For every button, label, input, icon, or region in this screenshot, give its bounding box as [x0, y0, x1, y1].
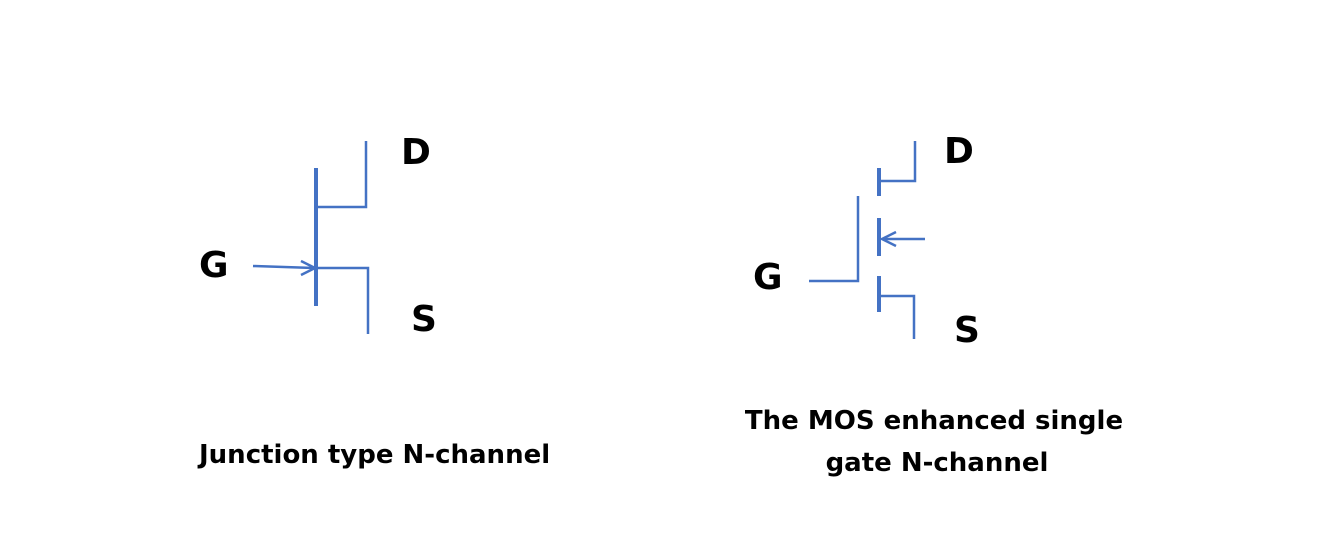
- mosfet-caption-line2: gate N-channel: [826, 448, 1049, 478]
- jfet-caption: Junction type N-channel: [197, 440, 550, 470]
- mosfet-drain-label: D: [944, 131, 974, 172]
- jfet-drain-label: D: [401, 132, 431, 173]
- mosfet-gate-label: G: [753, 257, 783, 298]
- jfet-source-label: S: [411, 299, 437, 340]
- mosfet-body-arrow-icon: [879, 230, 897, 248]
- mosfet-source-lead: [879, 294, 916, 339]
- jfet-gate-arrow-icon: [300, 259, 318, 277]
- jfet-drain-lead: [316, 141, 368, 209]
- jfet-source-lead: [316, 266, 370, 334]
- jfet-gate-lead: [252, 264, 315, 270]
- mosfet-gate-lead: [809, 196, 860, 283]
- jfet-gate-label: G: [199, 245, 229, 286]
- mosfet-symbol: D G S The MOS enhanced single gate N-cha…: [745, 131, 1123, 478]
- mosfet-drain-lead: [879, 141, 917, 183]
- mosfet-caption-line1: The MOS enhanced single: [745, 406, 1123, 436]
- jfet-symbol: D G S Junction type N-channel: [197, 132, 550, 470]
- mosfet-source-label: S: [954, 310, 980, 351]
